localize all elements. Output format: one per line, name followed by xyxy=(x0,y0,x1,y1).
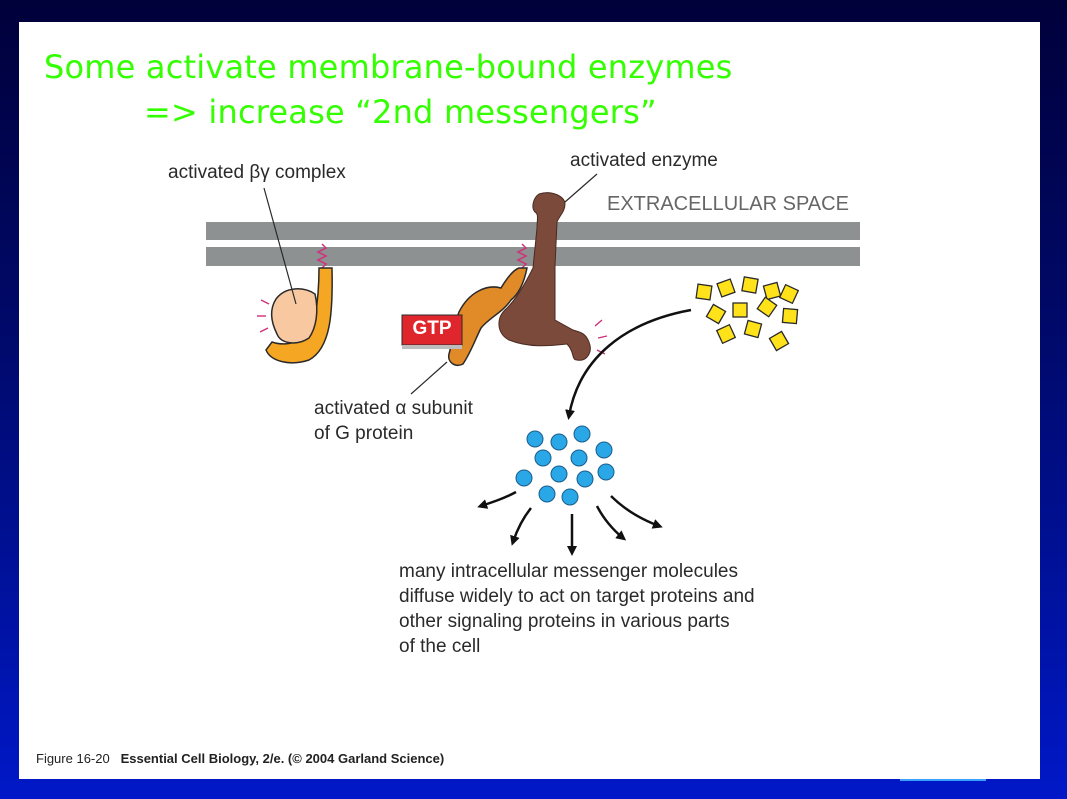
lipid-anchor-bg xyxy=(316,243,328,269)
label-alpha-subunit-line2: of G protein xyxy=(314,423,414,444)
conversion-arrow xyxy=(565,308,692,420)
lipid-anchor-alpha xyxy=(516,243,528,269)
precursor-molecules xyxy=(695,276,800,352)
figure-caption: Figure 16-20 Essential Cell Biology, 2/e… xyxy=(36,751,444,766)
figure-citation: Essential Cell Biology, 2/e. (© 2004 Gar… xyxy=(120,751,445,766)
gtp-label: GTP xyxy=(412,318,452,339)
label-messengers-line4: of the cell xyxy=(399,636,481,657)
label-activated-enzyme: activated enzyme xyxy=(570,150,718,171)
corner-link-underline[interactable] xyxy=(900,779,986,781)
slide-canvas: Some activate membrane-bound enzymes => … xyxy=(19,22,1040,781)
label-extracellular-space: EXTRACELLULAR SPACE xyxy=(607,193,849,215)
g-protein-enzyme-diagram xyxy=(206,173,860,556)
leader-line-bg-complex xyxy=(263,187,297,305)
label-alpha-subunit-line1: activated α subunit xyxy=(314,398,473,419)
label-messengers-line2: diffuse widely to act on target proteins… xyxy=(399,586,755,607)
gtp-box xyxy=(401,314,463,349)
figure-number: Figure 16-20 xyxy=(36,751,110,766)
diffusion-arrows xyxy=(477,490,663,556)
membrane-outer-layer xyxy=(206,222,860,240)
leader-line-enzyme xyxy=(564,173,598,203)
slide-title-line1: Some activate membrane-bound enzymes xyxy=(44,48,733,86)
label-messengers-line1: many intracellular messenger molecules xyxy=(399,561,738,582)
leader-line-alpha xyxy=(410,361,448,395)
alpha-subunit xyxy=(447,267,528,366)
membrane-inner-layer xyxy=(206,247,860,266)
label-activated-bg-complex: activated βγ complex xyxy=(168,162,346,183)
beta-gamma-complex xyxy=(257,267,333,364)
label-messengers-line3: other signaling proteins in various part… xyxy=(399,611,730,632)
slide-title-line2: => increase “2nd messengers” xyxy=(144,93,657,131)
second-messenger-molecules xyxy=(515,425,615,506)
